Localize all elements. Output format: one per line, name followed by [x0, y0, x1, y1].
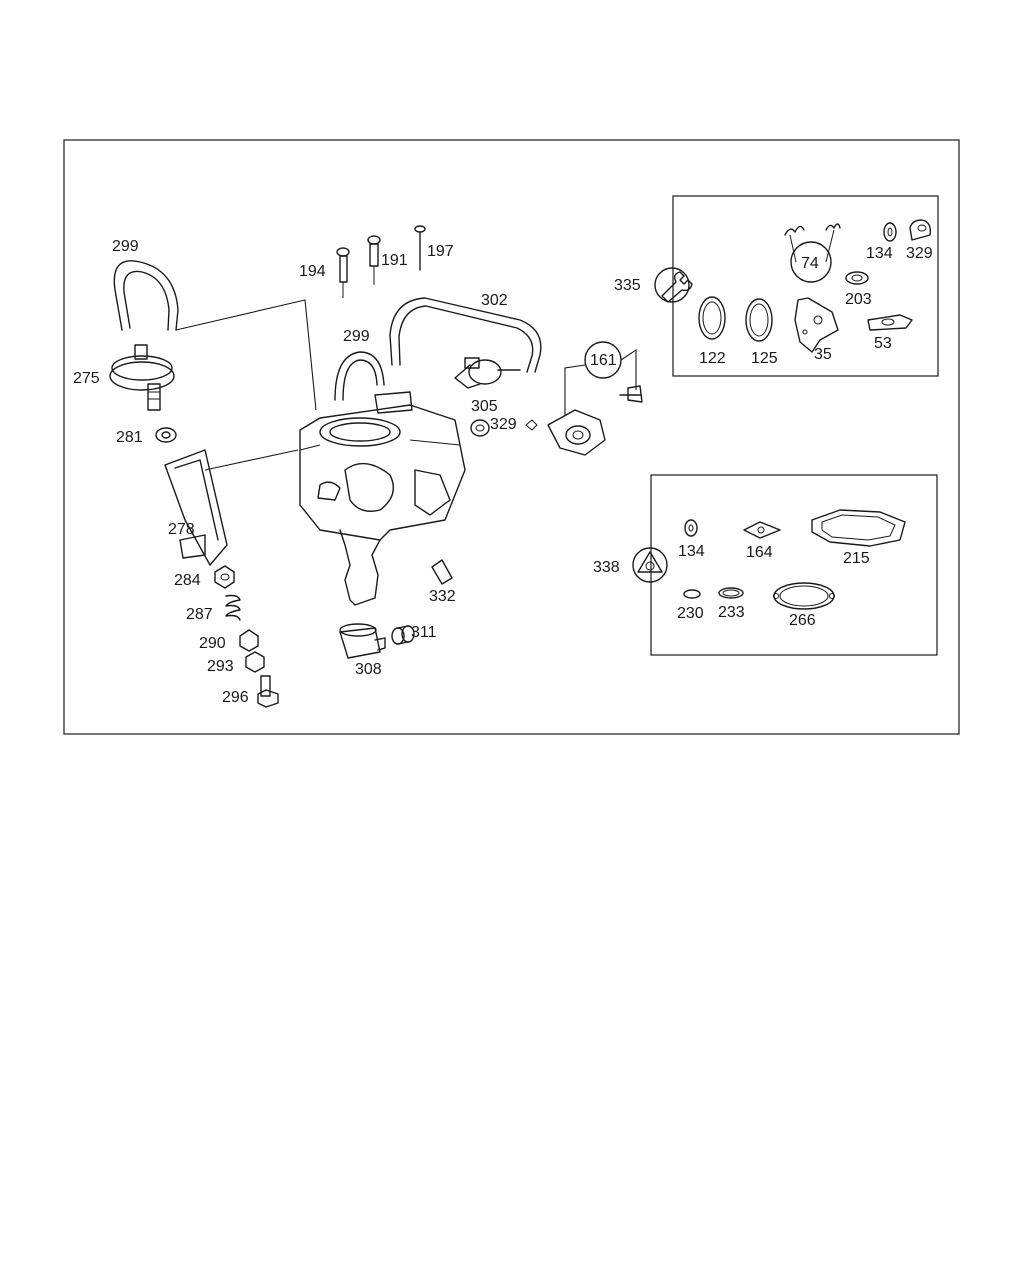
vacuum-diaphragm-275[interactable]	[109, 344, 175, 411]
o-ring-233[interactable]	[718, 587, 744, 599]
kit-box-335	[672, 195, 939, 377]
label-134-bottom: 134	[678, 543, 705, 560]
clamp-308[interactable]	[339, 623, 386, 659]
bushing-311[interactable]	[391, 625, 415, 645]
gasket-53[interactable]	[867, 314, 913, 331]
fuel-hose-302[interactable]	[389, 297, 542, 373]
label-296: 296	[222, 689, 249, 706]
vacuum-hose-299[interactable]	[334, 351, 385, 401]
screw-161[interactable]	[619, 385, 643, 403]
label-278: 278	[168, 521, 195, 538]
o-ring-230[interactable]	[683, 589, 701, 599]
label-215: 215	[843, 550, 870, 567]
label-203: 203	[845, 291, 872, 308]
label-233: 233	[718, 604, 745, 621]
gasket-266[interactable]	[773, 582, 835, 610]
label-125: 125	[751, 350, 778, 367]
screw-197[interactable]	[414, 225, 426, 271]
label-194: 194	[299, 263, 326, 280]
nut-290[interactable]	[239, 629, 259, 652]
label-338: 338	[593, 559, 620, 576]
bracket-278[interactable]	[164, 449, 228, 566]
screw-194[interactable]	[336, 247, 350, 298]
label-335: 335	[614, 277, 641, 294]
nut-284[interactable]	[214, 565, 235, 589]
sleeve-332[interactable]	[431, 559, 453, 585]
seal-329[interactable]	[470, 419, 490, 437]
label-287: 287	[186, 606, 213, 623]
label-197: 197	[427, 243, 454, 260]
nut-293[interactable]	[245, 651, 265, 673]
label-53: 53	[874, 335, 892, 352]
lever-35[interactable]	[794, 297, 839, 353]
label-284: 284	[174, 572, 201, 589]
gasket-203[interactable]	[845, 271, 869, 285]
label-329-center: 329	[490, 416, 517, 433]
label-275: 275	[73, 370, 100, 387]
washer-281[interactable]	[155, 427, 177, 443]
label-305: 305	[471, 398, 498, 415]
seal-329-kit[interactable]	[909, 219, 932, 241]
vacuum-hose-299[interactable]	[113, 260, 179, 331]
label-290: 290	[199, 635, 226, 652]
label-35: 35	[814, 346, 832, 363]
gasket-kit-icon	[632, 547, 668, 583]
o-ring-122[interactable]	[698, 296, 726, 340]
vacuum-unit-305[interactable]	[454, 357, 521, 389]
label-299-left: 299	[112, 238, 139, 255]
callout-74[interactable]	[790, 241, 832, 283]
accelerator-pump-161[interactable]	[547, 409, 606, 456]
label-74: 74	[801, 255, 819, 272]
label-308: 308	[355, 661, 382, 678]
label-302: 302	[481, 292, 508, 309]
gasket-215[interactable]	[811, 509, 906, 547]
label-164: 164	[746, 544, 773, 561]
screw-296[interactable]	[257, 675, 279, 708]
label-266: 266	[789, 612, 816, 629]
carburetor-body[interactable]	[299, 391, 466, 606]
label-122: 122	[699, 350, 726, 367]
spring-74[interactable]	[784, 223, 841, 263]
spring-287[interactable]	[225, 594, 241, 621]
label-230: 230	[677, 605, 704, 622]
label-332: 332	[429, 588, 456, 605]
label-329-top: 329	[906, 245, 933, 262]
wrench-icon	[654, 267, 693, 303]
gasket-164[interactable]	[743, 521, 781, 539]
washer-134[interactable]	[883, 222, 897, 242]
screw-191[interactable]	[367, 235, 381, 285]
diagram-frame	[63, 139, 960, 735]
labels: 299 275 281 278 284 287 290 293 296 194 …	[73, 238, 933, 706]
washer-134-kit[interactable]	[684, 519, 698, 537]
o-ring-125[interactable]	[745, 298, 773, 342]
kit-box-338	[650, 474, 938, 656]
label-311: 311	[411, 624, 437, 641]
label-299-center: 299	[343, 328, 370, 345]
label-161: 161	[590, 352, 617, 369]
label-281: 281	[116, 429, 143, 446]
label-134-top: 134	[866, 245, 893, 262]
label-191: 191	[381, 252, 408, 269]
label-293: 293	[207, 658, 234, 675]
